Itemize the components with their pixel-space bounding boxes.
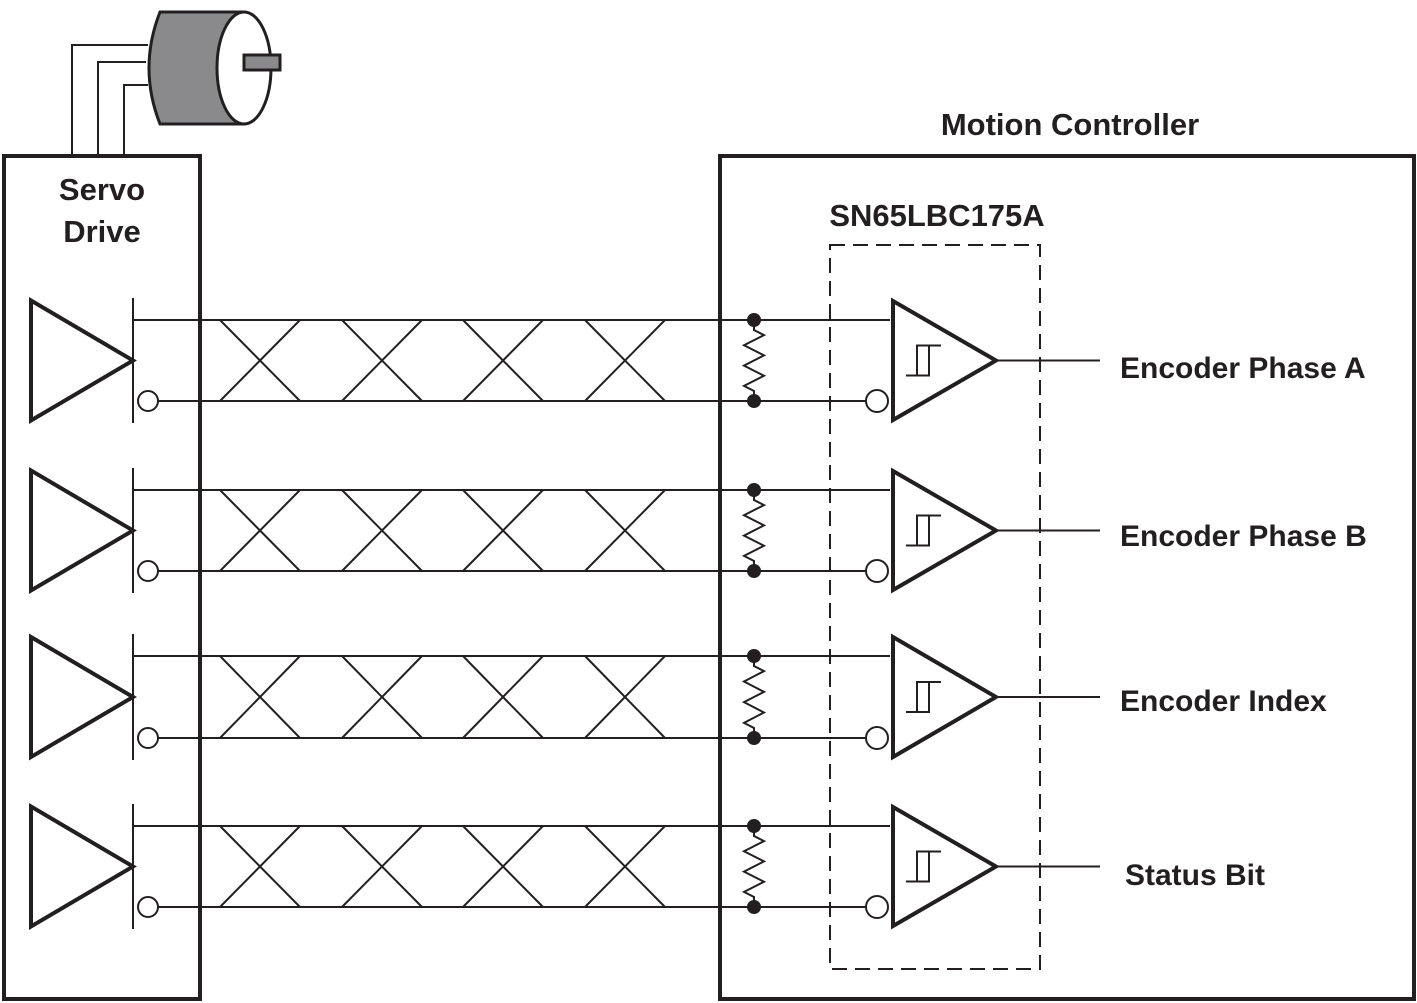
- driver-inverting-bubble: [137, 896, 159, 918]
- line-driver-icon: [29, 633, 137, 761]
- motion-controller-box: [718, 154, 1416, 1001]
- junction-dot: [747, 649, 761, 663]
- twist-cross: [584, 319, 666, 402]
- twist-cross: [462, 489, 544, 572]
- servo-drive-label-line2: Drive: [63, 214, 141, 249]
- channel-1: [29, 467, 1100, 594]
- twisted-pair-icon: [133, 655, 890, 739]
- channel-3: [29, 803, 1100, 930]
- twisted-pair-icon: [133, 825, 890, 908]
- hysteresis-symbol: [906, 344, 941, 377]
- termination-resistor-icon: [741, 320, 767, 401]
- termination-resistor-icon: [741, 656, 767, 738]
- junction-dot: [747, 900, 761, 914]
- twist-cross: [584, 489, 666, 572]
- twist-cross: [219, 825, 301, 908]
- junction-dot: [747, 819, 761, 833]
- receiver-inverting-bubble: [865, 389, 889, 413]
- line-receiver-icon: [891, 467, 1000, 594]
- twist-cross: [462, 825, 544, 908]
- receiver-part-number: SN65LBC175A: [829, 198, 1044, 233]
- line-driver-icon: [29, 803, 137, 930]
- twist-cross: [584, 825, 666, 908]
- termination-resistor-icon: [741, 826, 767, 907]
- driver-inverting-bubble: [137, 560, 159, 582]
- junction-dot: [747, 313, 761, 327]
- driver-inverting-bubble: [137, 727, 159, 749]
- hysteresis-symbol: [906, 681, 941, 713]
- channel-label: Status Bit: [1125, 859, 1265, 892]
- receiver-inverting-bubble: [865, 895, 889, 919]
- twist-cross: [219, 489, 301, 572]
- twist-cross: [341, 825, 423, 908]
- motor-cable: [71, 44, 148, 155]
- receiver-inverting-bubble: [865, 726, 889, 750]
- twist-cross: [341, 319, 423, 402]
- twist-cross: [341, 655, 423, 739]
- twist-cross: [584, 655, 666, 739]
- twist-cross: [219, 655, 301, 739]
- twisted-pair-icon: [133, 319, 890, 402]
- junction-dot: [747, 731, 761, 745]
- twist-cross: [341, 489, 423, 572]
- hysteresis-symbol: [906, 514, 941, 547]
- receiver-ic-outline: [829, 244, 1041, 970]
- line-driver-icon: [29, 297, 137, 424]
- line-receiver-icon: [891, 803, 1000, 930]
- servo-drive-box: [2, 154, 202, 1001]
- channels: Encoder Phase A Encoder Phase B Encoder In…: [29, 297, 1367, 930]
- line-receiver-icon: [891, 633, 1000, 761]
- twist-cross: [462, 655, 544, 739]
- channel-2: [29, 633, 1100, 761]
- line-receiver-icon: [891, 297, 1000, 424]
- twist-cross: [219, 319, 301, 402]
- channel-label: Encoder Index: [1120, 685, 1327, 718]
- servo-drive-label-line1: Servo: [59, 172, 145, 207]
- receiver-inverting-bubble: [865, 559, 889, 583]
- channel-0: [29, 297, 1100, 424]
- junction-dot: [747, 564, 761, 578]
- channel-label: Encoder Phase A: [1120, 352, 1366, 385]
- junction-dot: [747, 394, 761, 408]
- motion-controller-title: Motion Controller: [941, 107, 1199, 142]
- junction-dot: [747, 483, 761, 497]
- twisted-pair-icon: [133, 489, 890, 572]
- driver-inverting-bubble: [137, 390, 159, 412]
- channel-label: Encoder Phase B: [1120, 520, 1367, 553]
- motor-icon: [147, 10, 282, 126]
- line-driver-icon: [29, 467, 137, 594]
- twist-cross: [462, 319, 544, 402]
- hysteresis-symbol: [906, 850, 941, 883]
- termination-resistor-icon: [741, 490, 767, 571]
